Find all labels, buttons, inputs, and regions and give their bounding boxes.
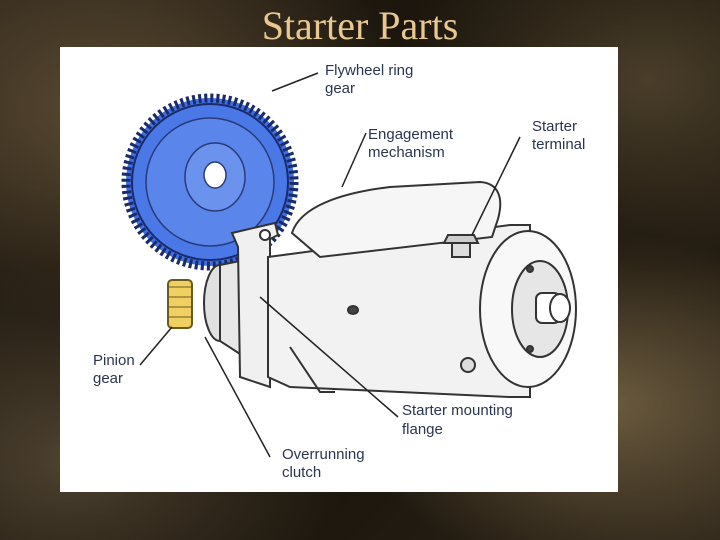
starter-diagram-svg: Flywheel ring gear Engagement mechanism … bbox=[93, 62, 585, 481]
starter-terminal-label-line2: terminal bbox=[532, 136, 585, 153]
flywheel-ring-gear-label-line1: Flywheel ring bbox=[325, 62, 413, 79]
engagement-mechanism-label-line1: Engagement bbox=[368, 126, 454, 143]
engagement-mechanism-label-line2: mechanism bbox=[368, 144, 445, 161]
starter-mounting-flange-label-line2: flange bbox=[402, 421, 443, 438]
flywheel-ring-gear-label-line2: gear bbox=[325, 80, 355, 97]
overrunning-clutch-label-line1: Overrunning bbox=[282, 446, 365, 463]
starter-motor bbox=[203, 180, 577, 398]
pinion-gear-label-line1: Pinion bbox=[93, 352, 135, 369]
starter-diagram: Flywheel ring gear Engagement mechanism … bbox=[60, 47, 618, 492]
pinion-gear-label-line2: gear bbox=[93, 370, 123, 387]
slide-title: Starter Parts bbox=[261, 3, 459, 48]
overrunning-clutch-label-line2: clutch bbox=[282, 464, 321, 481]
pinion-gear bbox=[167, 279, 193, 329]
starter-terminal-label-line1: Starter bbox=[532, 118, 577, 135]
leader-lines bbox=[139, 72, 521, 458]
starter-mounting-flange-label-line1: Starter mounting bbox=[402, 402, 513, 419]
flywheel-ring-gear bbox=[121, 93, 299, 271]
